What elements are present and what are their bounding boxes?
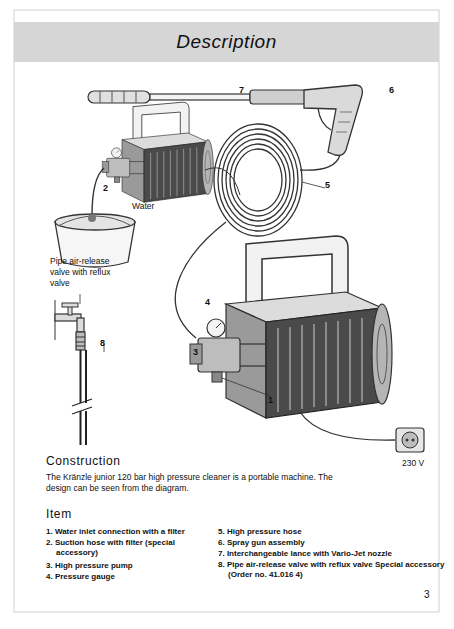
water-tap-part	[76, 337, 85, 338]
suction-hose	[92, 168, 104, 216]
part-label: Water	[132, 201, 154, 212]
callout-number: 5	[325, 180, 330, 192]
spray-lance-part	[150, 94, 250, 100]
water-tap-part	[76, 342, 85, 343]
callout-number: 4	[205, 297, 210, 309]
power-cord-part	[396, 428, 424, 452]
water-tap-part	[76, 332, 85, 350]
small-machine-cord-part	[205, 168, 240, 195]
spray-lance	[88, 90, 306, 104]
spray-lance-part	[124, 91, 125, 103]
voltage-label: 230 V	[402, 458, 424, 469]
power-cord-part	[412, 439, 415, 442]
item-entry: 1. Water inlet connection with a filter	[46, 527, 236, 537]
hose-coil-part	[226, 139, 290, 221]
callout-number: 2	[103, 183, 108, 195]
spray-lance-part	[136, 91, 137, 103]
page-title: Description	[14, 30, 439, 55]
leader-lines-part	[80, 294, 81, 304]
power-cord-part	[406, 439, 409, 442]
callout-number: 7	[239, 85, 244, 97]
callout-number: 8	[100, 338, 105, 350]
power-cord-part	[402, 432, 418, 448]
power-cord	[300, 412, 424, 452]
spray-gun-part	[338, 122, 350, 123]
supply-hose-part	[80, 350, 82, 403]
hose-coil-part	[222, 134, 294, 226]
hose-coil-part	[300, 155, 340, 170]
item-entry: 3. High pressure pump	[46, 561, 216, 571]
leader-lines	[80, 182, 325, 396]
title-band	[14, 22, 439, 62]
part-label: Pipe air-release valve with reflux valve	[50, 256, 130, 289]
small-machine	[102, 102, 213, 202]
suction-hose-part	[92, 168, 104, 216]
leader-lines-part	[222, 378, 270, 396]
supply-hose-part	[85, 411, 87, 445]
power-cord-part	[300, 412, 395, 440]
supply-hose-part	[85, 350, 87, 403]
item-entry: 8. Pipe air-release valve with reflux va…	[218, 560, 453, 581]
spray-lance-part	[112, 91, 113, 103]
body-text: The Kränzle junior 120 bar high pressure…	[46, 472, 358, 494]
water-tap-part	[77, 318, 84, 332]
item-entry: 7. Interchangeable lance with Vario-Jet …	[218, 549, 443, 559]
water-bucket-part	[55, 214, 135, 230]
spray-gun-part	[304, 85, 362, 155]
hose-coil-part	[214, 124, 302, 236]
spray-lance-part	[250, 90, 306, 104]
spray-lance-part	[88, 91, 150, 103]
leader-lines-part	[302, 182, 325, 188]
supply-hose-part	[72, 407, 92, 414]
section-heading: Construction	[46, 454, 121, 470]
page-number: 3	[424, 588, 430, 601]
spray-lance-part	[100, 91, 101, 103]
water-tap-part	[62, 303, 78, 307]
item-entry: 2. Suction hose with filter (special acc…	[46, 538, 206, 559]
section-heading: Item	[46, 507, 72, 523]
callout-number: 3	[193, 347, 198, 359]
item-entry: 4. Pressure gauge	[46, 572, 216, 582]
supply-hose	[72, 350, 92, 445]
supply-hose-part	[72, 399, 92, 406]
water-tap	[55, 300, 85, 350]
spray-gun	[304, 85, 362, 155]
water-bucket-part	[88, 214, 96, 222]
callout-number: 1	[268, 395, 273, 407]
page-frame	[14, 10, 439, 612]
spray-gun-part	[340, 112, 352, 113]
hose-coil-part	[234, 149, 282, 211]
small-machine-cord	[205, 168, 240, 195]
callout-number: 6	[389, 85, 394, 97]
item-entry: 5. High pressure hose	[218, 527, 443, 537]
spray-gun-part	[336, 132, 347, 133]
hose-coil-part	[230, 144, 286, 216]
supply-hose-part	[80, 411, 82, 445]
large-machine	[190, 236, 392, 418]
spray-gun-part	[318, 108, 331, 130]
item-entry: 6. Spray gun assembly	[218, 538, 443, 548]
water-tap-part	[76, 346, 85, 347]
hose-coil-part	[218, 129, 298, 231]
